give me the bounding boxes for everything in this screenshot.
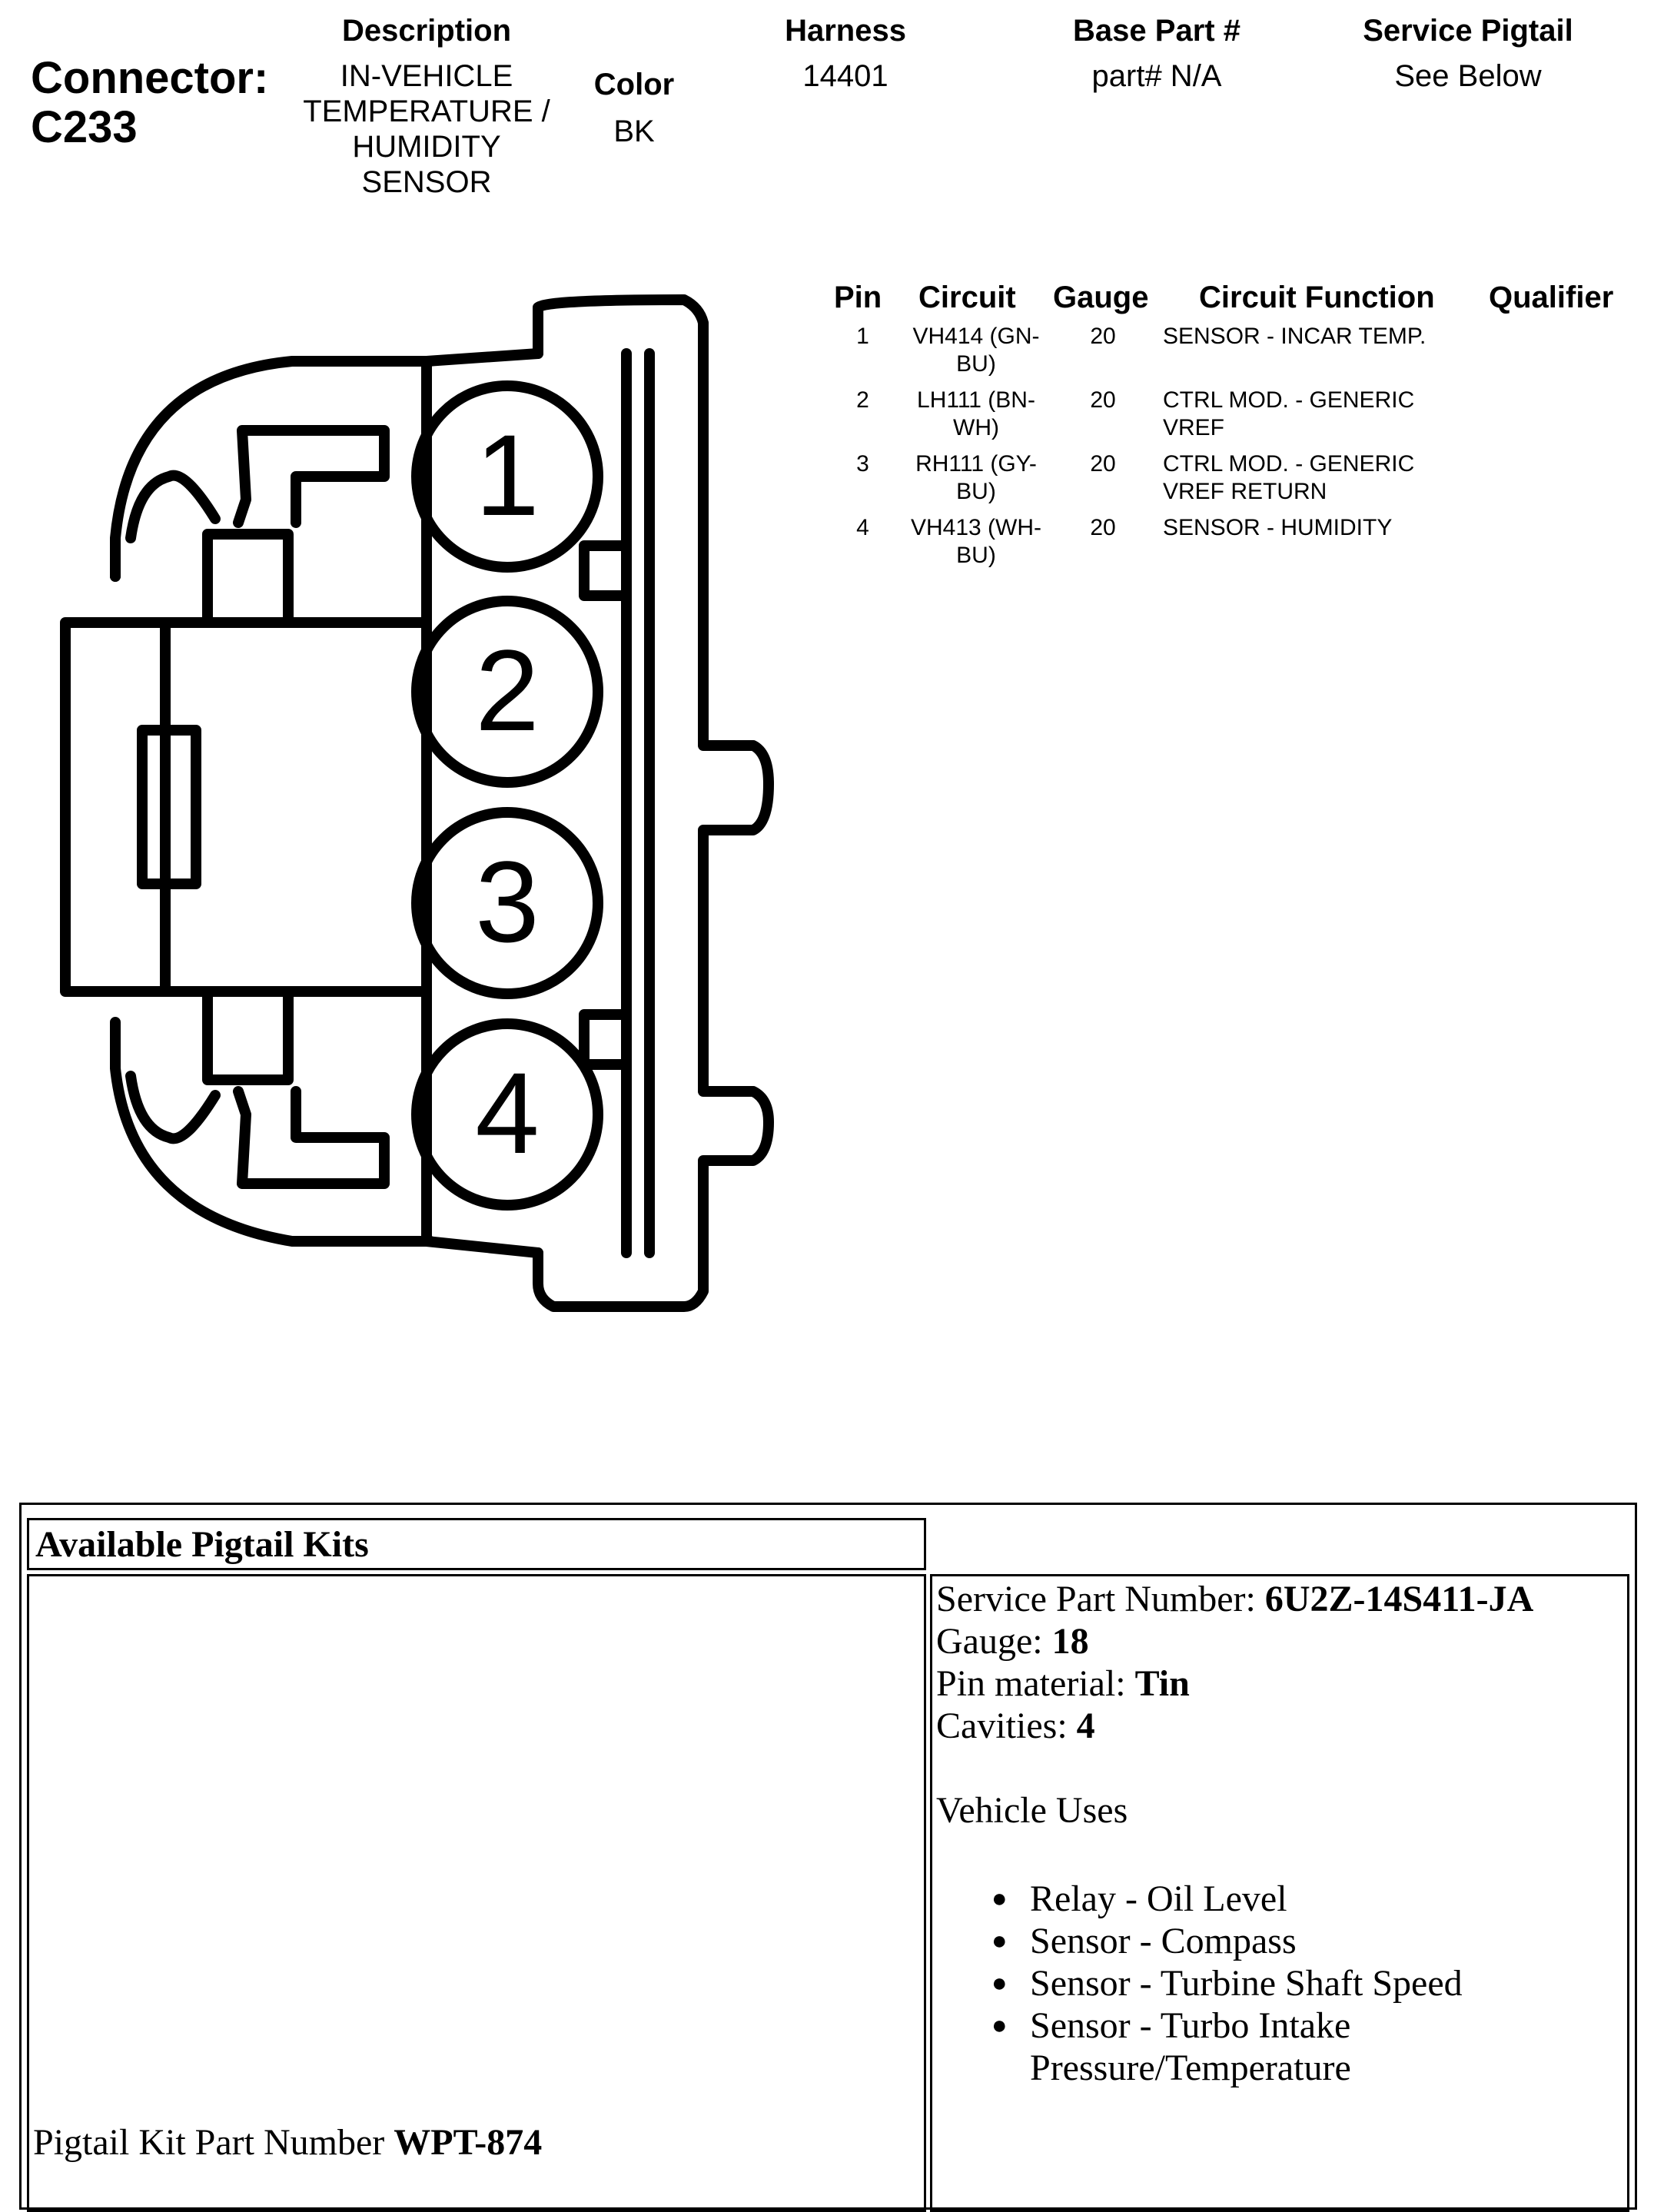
- row-3-pin: 3: [856, 451, 869, 477]
- latch-pin1: [579, 540, 632, 601]
- row-1-circuit: VH414 (GN- BU): [912, 324, 1040, 377]
- vehicle-use-item: ●Sensor - Compass: [991, 1921, 1297, 1961]
- row-3-circuit: RH111 (GY- BU): [915, 451, 1037, 504]
- cavities-value: 4: [1076, 1705, 1095, 1746]
- row-2-function: CTRL MOD. - GENERIC VREF: [1163, 387, 1415, 440]
- vehicle-uses-list: ●Relay - Oil Level ●Sensor - Compass ●Se…: [991, 1878, 1620, 2089]
- service-pigtail-label: Service Pigtail: [1363, 14, 1573, 48]
- shell-top-arc: [110, 356, 436, 582]
- latch-pin4: [579, 1009, 632, 1070]
- row-2-pin: 2: [856, 387, 869, 413]
- housing-right: [533, 294, 774, 1312]
- pin-4-label: 4: [475, 1048, 539, 1177]
- gauge-line: Gauge: 18: [936, 1621, 1089, 1662]
- upper-clip-2: [233, 425, 390, 528]
- description-label: Description: [341, 14, 512, 48]
- function-col-header: Circuit Function: [1199, 281, 1435, 314]
- pigtail-title: Available Pigtail Kits: [35, 1524, 369, 1565]
- pigtail-title-cell: Available Pigtail Kits: [27, 1518, 926, 1570]
- bullet-icon: ●: [991, 2011, 1008, 2040]
- lower-clip-2: [233, 1086, 390, 1189]
- pin-2-label: 2: [475, 626, 539, 755]
- row-4-function: SENSOR - HUMIDITY: [1163, 515, 1393, 540]
- row-2-circuit: LH111 (BN- WH): [917, 387, 1035, 440]
- pigtail-kit-number-line: Pigtail Kit Part Number WPT-874: [33, 2121, 542, 2164]
- pin-1-circle: [411, 380, 603, 573]
- service-part-line: Service Part Number: 6U2Z-14S411-JA: [936, 1579, 1534, 1619]
- connector-heading: Connector: C233: [31, 54, 268, 152]
- circuit-col-header: Circuit: [918, 281, 1016, 314]
- description-value: IN-VEHICLE TEMPERATURE / HUMIDITY SENSOR: [277, 58, 576, 200]
- row-4-circuit: VH413 (WH- BU): [910, 515, 1042, 568]
- row-1-function: SENSOR - INCAR TEMP.: [1163, 324, 1426, 349]
- gauge-value: 18: [1051, 1621, 1089, 1662]
- pigtail-image-cell: [27, 1574, 926, 2212]
- harness-value: 14401: [802, 59, 888, 93]
- lower-tab: [202, 986, 294, 1085]
- color-value: BK: [613, 115, 655, 148]
- description-line: IN-VEHICLE: [340, 59, 513, 93]
- harness-label: Harness: [785, 14, 906, 48]
- bullet-icon: ●: [991, 1969, 1008, 1998]
- row-3-function: CTRL MOD. - GENERIC VREF RETURN: [1163, 451, 1415, 504]
- pin-material-value: Tin: [1134, 1663, 1190, 1704]
- upper-clip: [110, 470, 221, 582]
- connector-label: Connector:: [31, 53, 269, 103]
- bullet-icon: ●: [991, 1927, 1008, 1955]
- upper-tab: [202, 529, 294, 628]
- gauge-col-header: Gauge: [1053, 281, 1149, 314]
- shell-bottom-arc: [110, 1017, 436, 1247]
- vehicle-uses-label: Vehicle Uses: [936, 1790, 1128, 1831]
- pigtail-kit-label: Pigtail Kit Part Number: [33, 2122, 394, 2163]
- cavities-line: Cavities: 4: [936, 1705, 1095, 1746]
- base-part-label: Base Part #: [1073, 14, 1240, 48]
- pin-3-label: 3: [475, 837, 539, 966]
- row-1-gauge: 20: [1090, 324, 1116, 349]
- description-line: TEMPERATURE /: [303, 95, 550, 128]
- pigtail-kit-number: WPT-874: [394, 2122, 543, 2163]
- pin-1-label: 1: [475, 410, 539, 540]
- row-4-pin: 4: [856, 515, 869, 540]
- vehicle-use-item: ●Sensor - Turbine Shaft Speed: [991, 1963, 1463, 2004]
- connector-id: C233: [31, 102, 138, 152]
- pin-2-circle: [411, 596, 603, 788]
- connector-diagram: 1 2 3 4: [60, 294, 774, 1312]
- pin-material-line: Pin material: Tin: [936, 1663, 1190, 1704]
- latch-block: [60, 617, 432, 997]
- pin-3-circle: [411, 807, 603, 999]
- base-part-value: part# N/A: [1091, 59, 1222, 93]
- service-part-number: 6U2Z-14S411-JA: [1264, 1579, 1534, 1619]
- row-4-gauge: 20: [1090, 515, 1116, 540]
- row-3-gauge: 20: [1090, 451, 1116, 477]
- qualifier-col-header: Qualifier: [1489, 281, 1614, 314]
- description-line: SENSOR: [361, 165, 492, 199]
- latch-slot: [137, 725, 201, 889]
- vehicle-use-item: ●Relay - Oil Level: [991, 1878, 1287, 1919]
- pin-4-circle: [411, 1018, 603, 1211]
- bullet-icon: ●: [991, 1885, 1008, 1913]
- row-2-gauge: 20: [1090, 387, 1116, 413]
- description-line: HUMIDITY: [352, 130, 501, 164]
- lower-clip: [125, 1071, 221, 1144]
- pin-col-header: Pin: [834, 281, 882, 314]
- pigtail-info: Service Part Number: 6U2Z-14S411-JA Gaug…: [936, 1578, 1620, 2089]
- row-1-pin: 1: [856, 324, 869, 349]
- service-pigtail-value: See Below: [1394, 59, 1542, 93]
- color-label: Color: [593, 68, 675, 101]
